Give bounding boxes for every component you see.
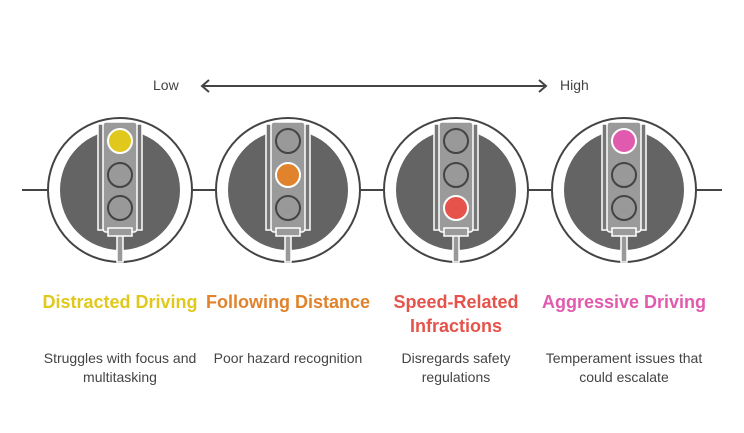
scale-low-label: Low [153, 77, 179, 93]
item-title: Following Distance [205, 292, 370, 312]
signal-lamp [611, 128, 637, 154]
scale-high-label: High [560, 77, 589, 93]
traffic-light-icon [215, 117, 361, 263]
scale-arrow [200, 79, 548, 93]
item-title: Distracted Driving [42, 292, 198, 312]
item-description: Poor hazard recognition [213, 350, 363, 366]
traffic-light-icon [551, 117, 697, 263]
traffic-light-icon [47, 117, 193, 263]
signal-lamp [107, 162, 133, 188]
item-description: Disregards safety regulations [401, 350, 511, 385]
signal-lamp [443, 128, 469, 154]
signal-lamp [443, 162, 469, 188]
item-description: Struggles with focus and multitasking [43, 350, 197, 385]
signal-lamp [107, 195, 133, 221]
signal-lamp [443, 195, 469, 221]
signal-lamp [275, 162, 301, 188]
signal-lamp [107, 128, 133, 154]
item-title: Speed-Related Infractions [393, 292, 519, 336]
item-title: Aggressive Driving [541, 292, 707, 312]
item-description: Temperament issues that could escalate [545, 350, 703, 385]
signal-lamp [275, 195, 301, 221]
signal-lamp [611, 195, 637, 221]
signal-lamp [611, 162, 637, 188]
traffic-light-icon [383, 117, 529, 263]
signal-lamp [275, 128, 301, 154]
